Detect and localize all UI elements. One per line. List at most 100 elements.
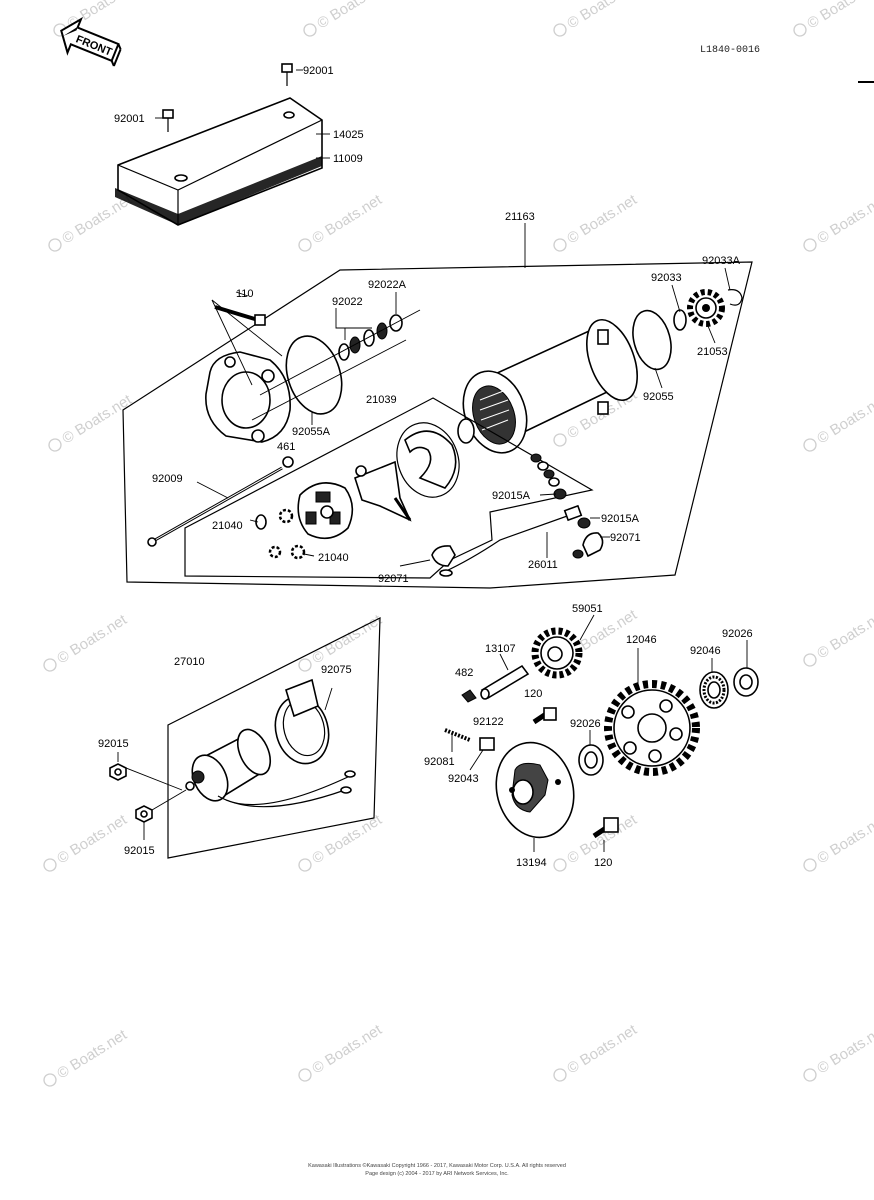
label-92009: 92009 bbox=[152, 473, 183, 485]
label-120b: 120 bbox=[594, 857, 612, 869]
label-59051: 59051 bbox=[572, 603, 603, 615]
boot-92071-right bbox=[572, 532, 604, 559]
label-26011: 26011 bbox=[528, 559, 558, 571]
label-92015b: 92015 bbox=[124, 845, 155, 857]
starter-end-cover bbox=[205, 351, 291, 443]
label-92033A: 92033A bbox=[702, 255, 741, 267]
starter-motor-assembly-outline bbox=[167, 617, 381, 859]
brush-holder-21040 bbox=[297, 482, 354, 540]
watermark-text: © Boats.net bbox=[54, 1026, 130, 1083]
needle-bearing-92046 bbox=[699, 671, 729, 709]
bolt-120-bottom bbox=[592, 817, 619, 839]
watermark-text: © Boats.net bbox=[54, 611, 130, 668]
label-21163: 21163 bbox=[505, 211, 535, 223]
pin-482 bbox=[461, 689, 477, 703]
nut-92015-upper bbox=[109, 763, 127, 781]
watermark-text: © Boats.net bbox=[804, 0, 874, 32]
label-92055: 92055 bbox=[643, 391, 674, 403]
roller-92122 bbox=[479, 737, 495, 751]
label-92043: 92043 bbox=[448, 773, 479, 785]
springs-21040 bbox=[255, 508, 306, 560]
washer-461 bbox=[282, 456, 294, 468]
bolt-120-top bbox=[532, 707, 557, 725]
watermark-text: © Boats.net bbox=[564, 0, 640, 32]
label-21039: 21039 bbox=[366, 394, 397, 406]
footer-page-design: Page design (c) 2004 - 2017 by ARI Netwo… bbox=[365, 1171, 509, 1177]
through-bolt-92009 bbox=[147, 466, 283, 547]
label-27010: 27010 bbox=[174, 656, 205, 668]
cover-assembly bbox=[115, 63, 330, 226]
brush-ring-21039 bbox=[396, 422, 460, 498]
spring-92081 bbox=[444, 728, 471, 742]
watermark-text: © Boats.net bbox=[564, 191, 640, 248]
front-arrow-icon: FRONT bbox=[60, 16, 122, 67]
label-21053: 21053 bbox=[697, 346, 728, 358]
bolt-92001-top bbox=[281, 63, 293, 86]
washer-92026-lower bbox=[578, 744, 604, 776]
label-21040a: 21040 bbox=[212, 520, 243, 532]
watermark-text: © Boats.net bbox=[54, 811, 130, 868]
starter-motor-27010 bbox=[185, 728, 356, 808]
label-92071a: 92071 bbox=[610, 532, 641, 544]
washer-92033 bbox=[673, 309, 687, 331]
label-461: 461 bbox=[277, 441, 295, 453]
o-ring-92055 bbox=[632, 309, 672, 371]
watermark-text: © Boats.net bbox=[814, 606, 874, 663]
watermark-text: © Boats.net bbox=[309, 611, 385, 668]
nut-92015A bbox=[577, 517, 591, 529]
bolt-110 bbox=[214, 305, 266, 326]
label-92001-left: 92001 bbox=[114, 113, 145, 125]
reference-code: L1840-0016 bbox=[700, 45, 760, 56]
label-21040b: 21040 bbox=[318, 552, 349, 564]
label-92075: 92075 bbox=[321, 664, 352, 676]
watermark-text: © Boats.net bbox=[309, 811, 385, 868]
sprocket-59051 bbox=[531, 627, 583, 679]
terminal-nuts bbox=[530, 453, 567, 500]
clip-92033A bbox=[727, 289, 743, 306]
watermark-text: © Boats.net bbox=[314, 0, 390, 32]
label-92026a: 92026 bbox=[722, 628, 753, 640]
label-13107: 13107 bbox=[485, 643, 516, 655]
label-92015A-b: 92015A bbox=[601, 513, 640, 525]
starter-cable-26011 bbox=[439, 504, 583, 577]
o-ring-92055A bbox=[285, 335, 343, 415]
watermark-text: © Boats.net bbox=[814, 811, 874, 868]
label-120a: 120 bbox=[524, 688, 542, 700]
label-92081: 92081 bbox=[424, 756, 455, 768]
label-110: 110 bbox=[236, 288, 254, 300]
label-92015A-a: 92015A bbox=[492, 490, 531, 502]
starter-motor-group-outline bbox=[122, 261, 753, 589]
bolt-92001-left bbox=[162, 109, 174, 132]
watermark-text: © Boats.net bbox=[309, 191, 385, 248]
washer-92026-upper bbox=[733, 667, 759, 697]
watermark-text: © Boats.net bbox=[814, 1021, 874, 1078]
label-92122: 92122 bbox=[473, 716, 504, 728]
watermark-text: © Boats.net bbox=[564, 1021, 640, 1078]
label-14025: 14025 bbox=[333, 129, 364, 141]
gear-12046 bbox=[604, 680, 700, 776]
label-92055A: 92055A bbox=[292, 426, 331, 438]
starter-motor-body bbox=[457, 319, 638, 454]
label-92022: 92022 bbox=[332, 296, 363, 308]
brush-plate bbox=[354, 460, 412, 522]
gear-21053 bbox=[687, 289, 725, 327]
motor-cover-92075: 92075 bbox=[274, 664, 352, 765]
label-92001-top: 92001 bbox=[303, 65, 334, 77]
label-92022A: 92022A bbox=[368, 279, 407, 291]
label-92015a: 92015 bbox=[98, 738, 129, 750]
watermark-text: © Boats.net bbox=[814, 391, 874, 448]
watermark-text: © Boats.net bbox=[814, 191, 874, 248]
starter-clutch-13194 bbox=[495, 741, 575, 839]
label-11009: 11009 bbox=[333, 153, 363, 165]
washers-92022 bbox=[338, 314, 403, 361]
nut-92015-lower bbox=[135, 805, 153, 823]
label-13194: 13194 bbox=[516, 857, 547, 869]
watermark-text: © Boats.net bbox=[309, 1021, 385, 1078]
label-92046: 92046 bbox=[690, 645, 721, 657]
label-92026b: 92026 bbox=[570, 718, 601, 730]
label-12046: 12046 bbox=[626, 634, 657, 646]
boot-92071-left bbox=[431, 545, 456, 567]
footer-copyright: Kawasaki Illustrations ©Kawasaki Copyrig… bbox=[308, 1162, 566, 1169]
